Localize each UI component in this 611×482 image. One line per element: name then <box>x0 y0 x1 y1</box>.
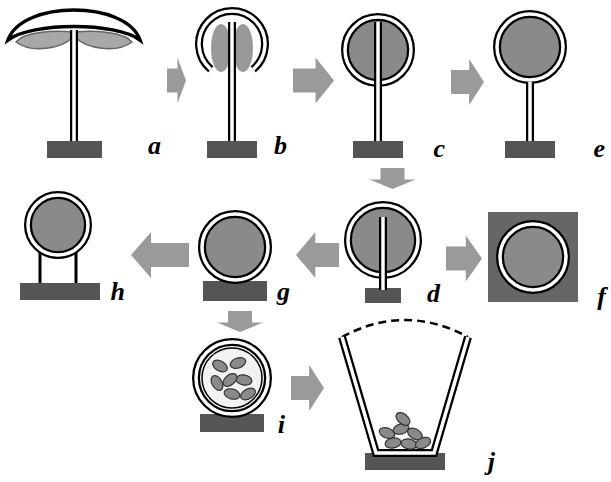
stage-illustration <box>195 205 290 305</box>
block-arrow-body <box>370 168 416 189</box>
stage-letter: h <box>111 279 125 305</box>
block-arrow <box>167 58 186 104</box>
stage-figure: e <box>490 2 605 162</box>
stage-figure: c <box>340 2 445 162</box>
stage-letter: d <box>427 281 440 307</box>
block-arrow-body <box>291 365 324 411</box>
stage-letter: b <box>274 133 287 159</box>
stage-letter: i <box>278 412 285 438</box>
block-arrow <box>451 59 484 105</box>
block-arrow <box>217 311 263 332</box>
block-arrow <box>291 365 324 411</box>
stage-illustration <box>190 338 285 438</box>
stage-letter: c <box>433 136 445 162</box>
stage-letter: g <box>277 279 290 305</box>
block-arrow-body <box>296 232 339 278</box>
block-arrow-body <box>451 59 484 105</box>
stage-letter: a <box>148 133 161 159</box>
stage-letter: f <box>597 284 606 310</box>
block-arrow-body <box>217 311 263 332</box>
stage-illustration <box>330 325 495 475</box>
stage-figure: f <box>488 210 606 310</box>
block-arrow <box>131 232 189 278</box>
stage-figure: d <box>345 195 440 307</box>
stage-figure: h <box>10 190 125 305</box>
block-arrow-body <box>131 232 189 278</box>
stage-illustration <box>340 2 445 162</box>
block-arrow-body <box>167 58 186 104</box>
stage-figure: j <box>330 325 495 475</box>
block-arrow-body <box>293 58 334 104</box>
stage-figure: b <box>192 2 287 159</box>
block-arrow <box>446 236 482 282</box>
stage-illustration <box>488 210 606 310</box>
block-arrow <box>296 232 339 278</box>
stage-illustration <box>10 190 125 305</box>
stage-figure: i <box>190 338 285 438</box>
block-arrow <box>370 168 416 189</box>
stage-letter: e <box>593 136 605 162</box>
stage-illustration <box>345 195 440 307</box>
stage-illustration <box>2 2 161 159</box>
stage-illustration <box>490 2 605 162</box>
stage-figure: g <box>195 205 290 305</box>
stage-letter: j <box>488 449 495 475</box>
stage-figure: a <box>2 2 161 159</box>
block-arrow-body <box>446 236 482 282</box>
stage-illustration <box>192 2 287 159</box>
block-arrow <box>293 58 334 104</box>
